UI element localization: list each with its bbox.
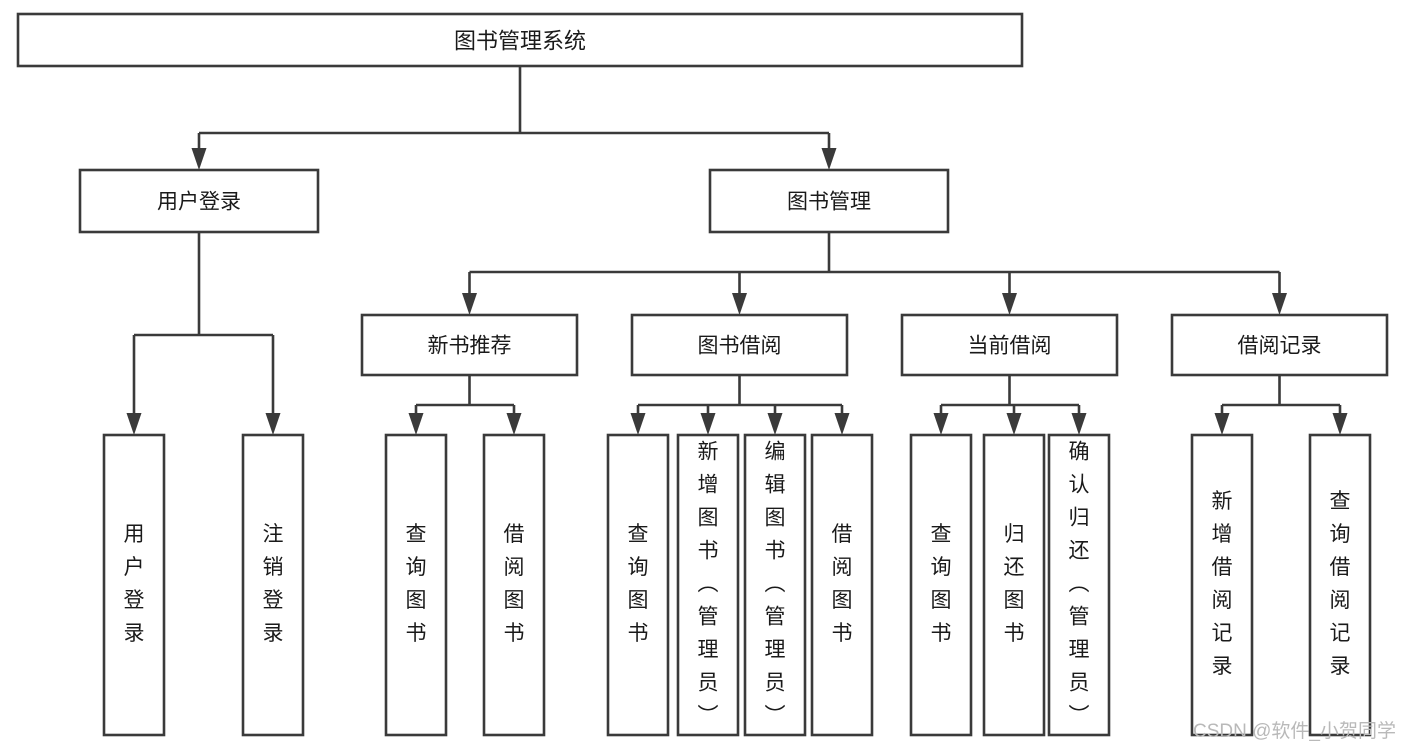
level3-node-1-label: 图书借阅 <box>698 335 782 358</box>
level3-arrow-1-head <box>732 293 747 315</box>
user-login-leaf-arrow-0-head <box>126 413 142 435</box>
leaf-new_book_recommend-1-label: 借阅图书 <box>504 523 525 645</box>
current_borrow-leaf-arrow-0-head <box>933 413 949 435</box>
level3-node-3-box[interactable] <box>1170 313 1389 377</box>
leaf-borrow_record-0-box[interactable] <box>1190 433 1254 737</box>
book_borrow-leaf-arrow-3-head <box>834 413 850 435</box>
leaf-current_borrow-2-box[interactable] <box>1047 433 1111 737</box>
level3-node-0-box[interactable] <box>360 313 579 377</box>
leaf-borrow_record-1-box[interactable] <box>1308 433 1372 737</box>
leaf-book_borrow-3-label: 借阅图书 <box>832 523 853 645</box>
level2-arrow-0-head <box>191 148 207 170</box>
borrow_record-leaf-arrow-0-head <box>1214 413 1230 435</box>
leaf-borrow_record-1-label: 查询借阅记录 <box>1330 490 1351 678</box>
leaf-book_borrow-0-label: 查询图书 <box>628 523 649 645</box>
leaf-user_login-0-box[interactable] <box>102 433 166 737</box>
leaf-book_borrow-3-box[interactable] <box>810 433 874 737</box>
new_book_recommend-leaf-arrow-1-head <box>506 413 522 435</box>
leaf-user_login-0-label: 用户登录 <box>124 523 145 645</box>
current_borrow-leaf-arrow-1-head <box>1006 413 1022 435</box>
leaf-new_book_recommend-1-box[interactable] <box>482 433 546 737</box>
level2-node-0-box[interactable] <box>78 168 320 234</box>
book_borrow-leaf-arrow-1-head <box>700 413 716 435</box>
current_borrow-leaf-arrow-2-head <box>1071 413 1087 435</box>
leaf-book_borrow-1-box[interactable] <box>676 433 740 737</box>
leaf-book_borrow-1-label: 新增图书︵管理员︶ <box>698 441 719 728</box>
leaf-current_borrow-2-label: 确认归还︵管理员︶ <box>1069 441 1090 728</box>
leaf-current_borrow-1-label: 归还图书 <box>1004 523 1025 645</box>
root-node-box[interactable] <box>16 12 1024 68</box>
level3-arrow-3-head <box>1272 293 1287 315</box>
level2-arrow-1-head <box>821 148 837 170</box>
root-node-label: 图书管理系统 <box>454 29 586 54</box>
leaf-user_login-1-label: 注销登录 <box>263 523 284 645</box>
book_borrow-leaf-arrow-0-head <box>630 413 646 435</box>
book_borrow-leaf-arrow-2-head <box>767 413 783 435</box>
level3-node-3-label: 借阅记录 <box>1238 335 1322 358</box>
level3-arrow-2-head <box>1002 293 1017 315</box>
node-layer: 图书管理系统用户登录图书管理新书推荐图书借阅当前借阅借阅记录用户登录注销登录查询… <box>16 12 1389 737</box>
leaf-current_borrow-0-box[interactable] <box>909 433 973 737</box>
user-login-leaf-arrow-1-head <box>265 413 281 435</box>
leaf-current_borrow-1-box[interactable] <box>982 433 1046 737</box>
level3-node-2-box[interactable] <box>900 313 1119 377</box>
leaf-new_book_recommend-0-box[interactable] <box>384 433 448 737</box>
level3-node-1-box[interactable] <box>630 313 849 377</box>
level3-node-0-label: 新书推荐 <box>428 335 512 358</box>
level3-node-2-label: 当前借阅 <box>968 335 1052 358</box>
connector-layer <box>126 66 1348 435</box>
leaf-borrow_record-0-label: 新增借阅记录 <box>1212 490 1233 678</box>
new_book_recommend-leaf-arrow-0-head <box>408 413 424 435</box>
leaf-new_book_recommend-0-label: 查询图书 <box>406 523 427 645</box>
leaf-book_borrow-0-box[interactable] <box>606 433 670 737</box>
leaf-user_login-1-box[interactable] <box>241 433 305 737</box>
level2-node-1-label: 图书管理 <box>787 191 871 214</box>
borrow_record-leaf-arrow-1-head <box>1332 413 1348 435</box>
leaf-book_borrow-2-label: 编辑图书︵管理员︶ <box>765 441 786 728</box>
leaf-current_borrow-0-label: 查询图书 <box>931 523 952 645</box>
watermark: CSDN @软件_小贺同学 <box>1193 720 1396 742</box>
level3-arrow-0-head <box>462 293 477 315</box>
leaf-book_borrow-2-box[interactable] <box>743 433 807 737</box>
level2-node-1-box[interactable] <box>708 168 950 234</box>
level2-node-0-label: 用户登录 <box>157 191 241 214</box>
